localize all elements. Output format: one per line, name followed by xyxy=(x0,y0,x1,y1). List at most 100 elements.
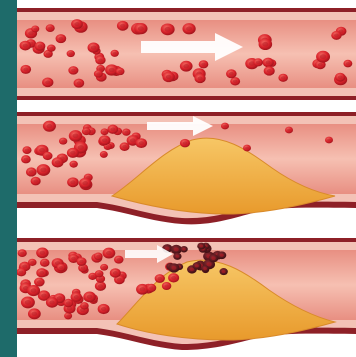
blood-cell-dimple xyxy=(113,271,118,275)
healthy-artery-panel xyxy=(17,8,356,100)
blood-cell-dimple xyxy=(72,163,76,166)
blood-cell-dimple xyxy=(30,261,34,264)
blood-cell-dimple xyxy=(91,275,95,278)
blood-cell-dimple xyxy=(195,264,199,267)
blood-cell-dimple xyxy=(281,76,285,79)
blood-cell-dimple xyxy=(318,63,323,67)
blood-cell-dimple xyxy=(334,34,339,38)
blood-cell-dimple xyxy=(46,124,52,129)
blood-cell-dimple xyxy=(223,125,227,128)
blood-cell-dimple xyxy=(79,260,84,264)
blood-cell-dimple xyxy=(113,52,117,55)
blood-cell-dimple xyxy=(22,265,27,269)
blood-cell-dimple xyxy=(233,80,237,83)
blood-cell-dimple xyxy=(174,248,179,252)
blood-cell-dimple xyxy=(70,151,75,155)
clotted-artery-panel xyxy=(17,238,356,350)
blood-cell-dimple xyxy=(82,181,88,185)
blood-cell-dimple xyxy=(102,266,106,269)
blood-cell-dimple xyxy=(222,270,226,273)
blood-cell-dimple xyxy=(31,288,37,293)
blood-cell-dimple xyxy=(198,76,203,80)
blood-cell-dimple xyxy=(138,26,144,31)
blood-cell-dimple xyxy=(117,258,121,261)
blood-cell-dimple xyxy=(70,180,75,184)
blood-cell-dimple xyxy=(130,138,136,142)
blood-cell-dimple xyxy=(61,140,65,143)
blood-cell-dimple xyxy=(171,276,176,280)
blood-cell-dimple xyxy=(106,251,112,255)
blood-cell-dimple xyxy=(203,267,207,270)
blood-cell-dimple xyxy=(49,47,53,50)
blood-cell-dimple xyxy=(81,266,85,269)
blood-cell-dimple xyxy=(186,26,192,31)
blood-cell-dimple xyxy=(33,179,38,183)
blood-cell-dimple xyxy=(346,62,350,65)
blood-cell-dimple xyxy=(74,22,79,26)
blood-cell-dimple xyxy=(98,277,102,280)
blood-cell-dimple xyxy=(74,295,79,299)
blood-cell-dimple xyxy=(166,75,172,79)
blood-cell-dimple xyxy=(183,141,188,145)
blood-cell-dimple xyxy=(49,300,55,304)
blood-cell-dimple xyxy=(117,278,122,282)
blood-cell-dimple xyxy=(122,145,127,149)
blood-cell-dimple xyxy=(24,158,28,161)
blood-cell-dimple xyxy=(211,257,215,260)
blood-cell-dimple xyxy=(98,58,103,62)
blood-cell-dimple xyxy=(39,148,45,153)
blood-cell-dimple xyxy=(29,170,34,174)
blood-cell-dimple xyxy=(78,145,84,150)
blood-cell-dimple xyxy=(84,130,88,133)
artery-diagram xyxy=(17,0,356,357)
blood-cell-dimple xyxy=(96,255,100,258)
illustration-panel xyxy=(17,0,356,357)
blood-cell-dimple xyxy=(165,27,171,32)
blood-cell-dimple xyxy=(37,280,42,284)
blood-cell-dimple xyxy=(229,72,234,76)
blood-cell-dimple xyxy=(190,268,194,271)
blood-cell-dimple xyxy=(245,147,249,150)
blood-cell-dimple xyxy=(118,70,122,73)
blood-cell-dimple xyxy=(96,72,100,75)
blood-cell-dimple xyxy=(58,37,63,41)
blood-cell-dimple xyxy=(164,284,168,287)
blood-cell-dimple xyxy=(32,312,38,316)
blood-cell-dimple xyxy=(287,129,291,132)
blood-cell-dimple xyxy=(338,75,343,79)
blood-cell-dimple xyxy=(91,45,96,49)
blood-cell-dimple xyxy=(28,31,34,35)
blood-cell-dimple xyxy=(59,266,63,269)
blood-cell-dimple xyxy=(176,255,180,258)
blood-cell-dimple xyxy=(182,248,185,251)
blood-cell-dimple xyxy=(106,145,110,148)
blood-cell-dimple xyxy=(171,266,176,270)
blood-cell-dimple xyxy=(103,130,107,133)
blood-cell-dimple xyxy=(109,68,115,73)
blood-cell-dimple xyxy=(101,307,106,311)
blood-cell-dimple xyxy=(165,247,170,251)
blood-cell-dimple xyxy=(43,261,47,264)
blood-cell-dimple xyxy=(40,168,46,173)
blood-cell-dimple xyxy=(98,284,103,288)
blood-cell-dimple xyxy=(23,68,28,72)
blood-cell-dimple xyxy=(87,295,93,299)
blood-cell-dimple xyxy=(55,160,60,164)
blood-cell-dimple xyxy=(102,138,107,142)
blood-cell-dimple xyxy=(220,254,224,257)
blood-cell-dimple xyxy=(120,24,125,28)
blood-cell-dimple xyxy=(38,44,43,48)
blood-cell-dimple xyxy=(201,63,205,66)
blood-cell-dimple xyxy=(76,81,81,85)
blood-cell-dimple xyxy=(66,301,71,305)
blood-cell-dimple xyxy=(262,42,268,47)
blood-cell-dimple xyxy=(23,44,28,48)
blood-cell-dimple xyxy=(25,149,29,152)
blood-cell-dimple xyxy=(110,127,115,131)
blood-cell-dimple xyxy=(48,27,52,30)
blood-cell-dimple xyxy=(69,52,73,55)
blood-cell-dimple xyxy=(57,296,62,300)
blood-cell-dimple xyxy=(149,286,153,289)
blood-cell-dimple xyxy=(256,61,260,64)
blood-cell-dimple xyxy=(33,27,37,30)
